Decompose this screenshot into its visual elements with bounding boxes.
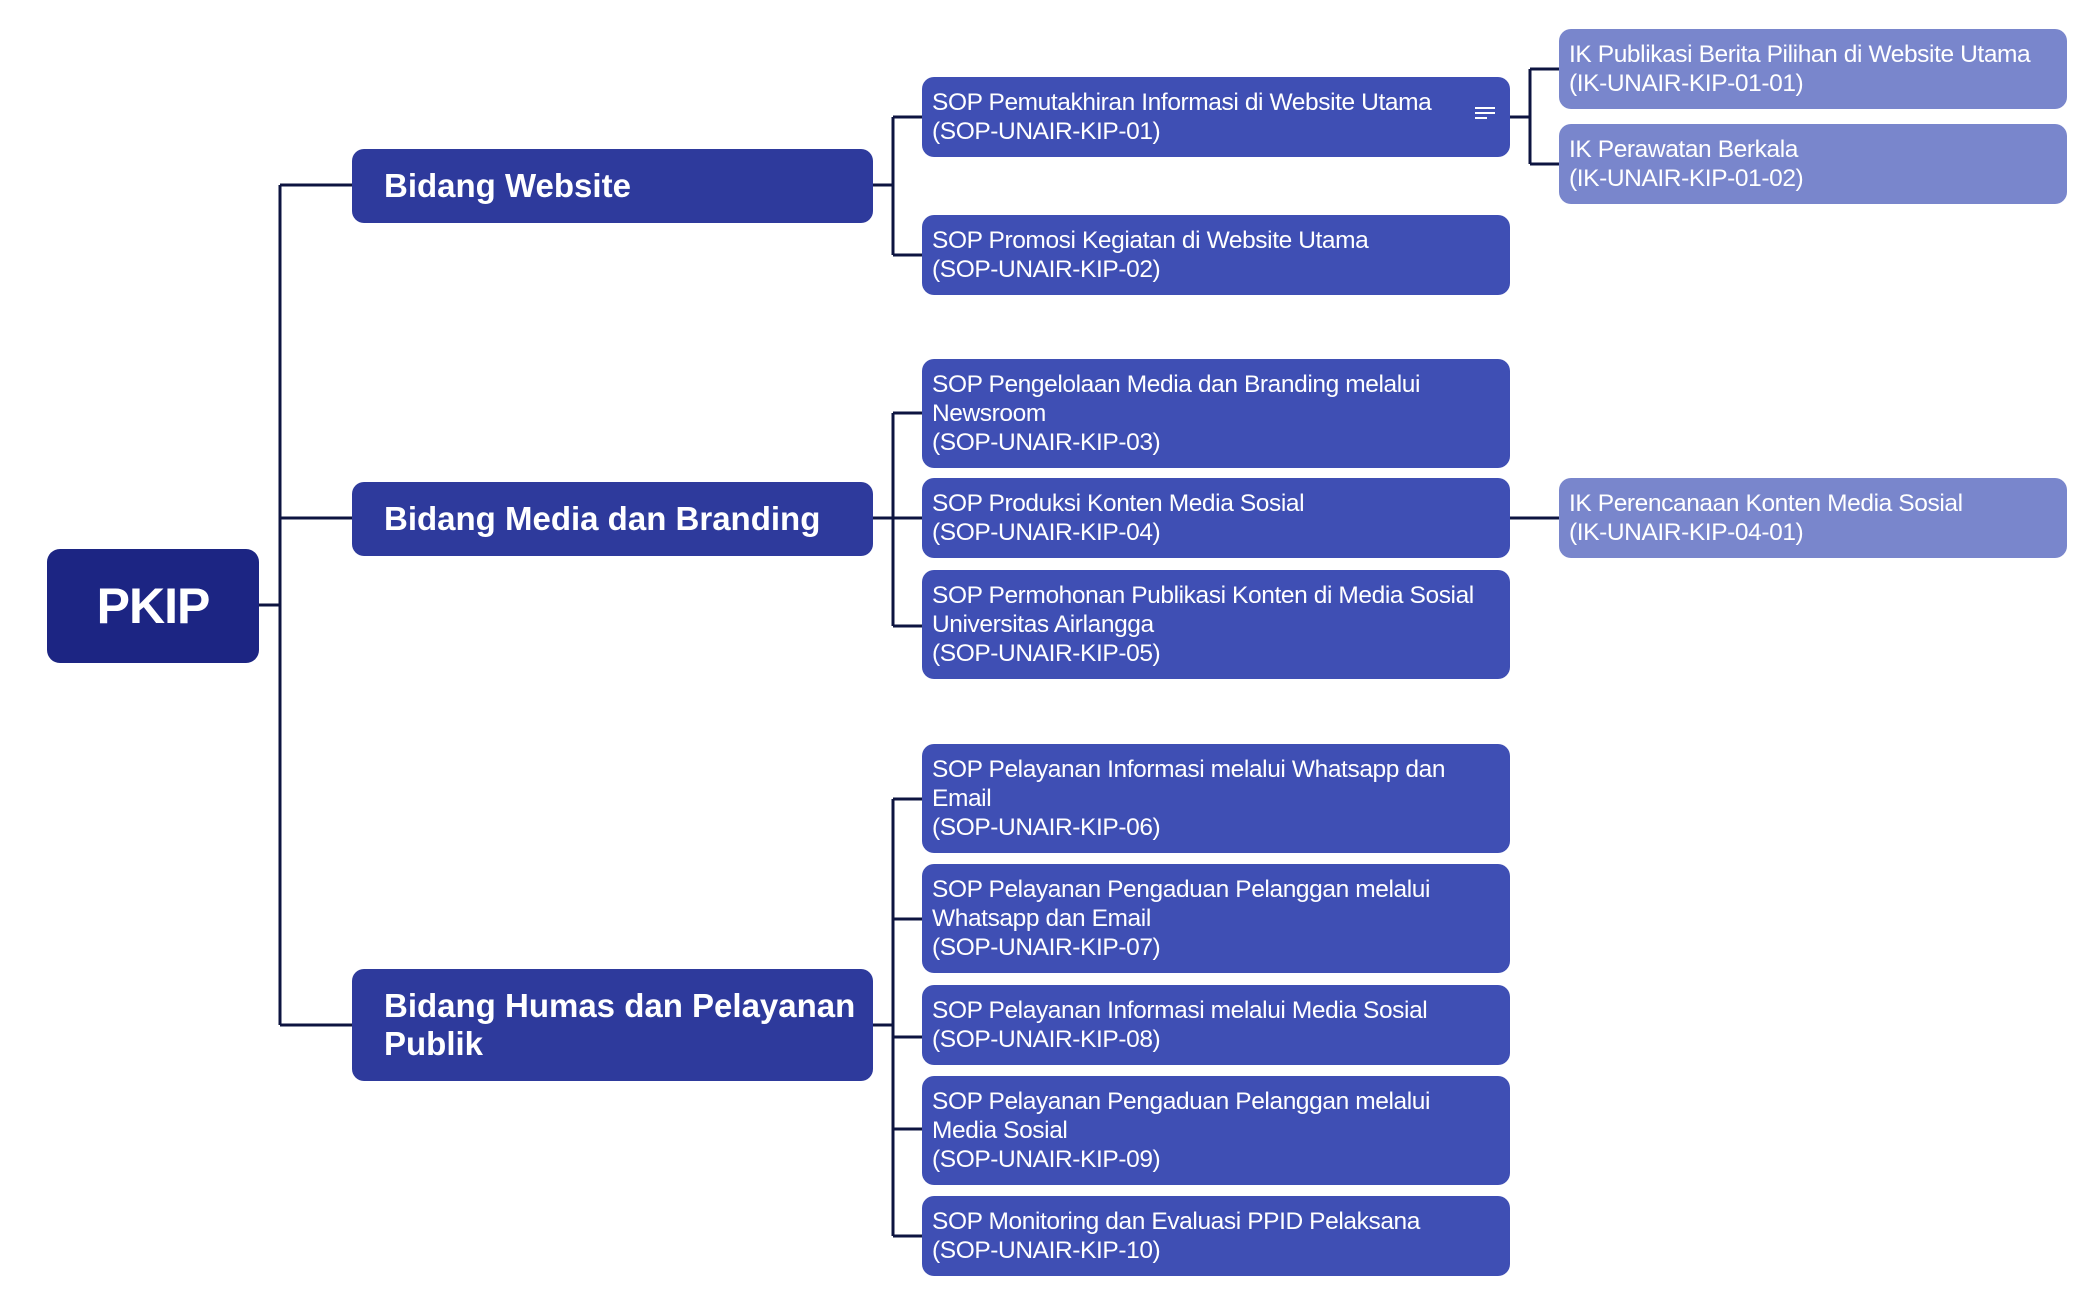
- bidang-website-node[interactable]: Bidang Website: [352, 149, 873, 223]
- ik-node-04-01[interactable]: IK Perencanaan Konten Media Sosial (IK-U…: [1559, 478, 2067, 558]
- bidang-website-label: Bidang Website: [384, 167, 631, 204]
- sop-06-code: (SOP-UNAIR-KIP-06): [932, 814, 1161, 841]
- sop-10-code: (SOP-UNAIR-KIP-10): [932, 1237, 1161, 1264]
- bidang-humas-pelayanan-node[interactable]: Bidang Humas dan Pelayanan Publik: [352, 969, 873, 1081]
- sop-node-07[interactable]: SOP Pelayanan Pengaduan Pelanggan melalu…: [922, 864, 1510, 973]
- sop-09-code: (SOP-UNAIR-KIP-09): [932, 1146, 1161, 1173]
- sop-08-title: SOP Pelayanan Informasi melalui Media So…: [932, 997, 1428, 1024]
- sop-04-code: (SOP-UNAIR-KIP-04): [932, 519, 1161, 546]
- ik-04-01-title: IK Perencanaan Konten Media Sosial: [1569, 490, 1963, 517]
- ik-node-01-01[interactable]: IK Publikasi Berita Pilihan di Website U…: [1559, 29, 2067, 109]
- sop-node-08[interactable]: SOP Pelayanan Informasi melalui Media So…: [922, 985, 1510, 1065]
- bidang-media-branding-node[interactable]: Bidang Media dan Branding: [352, 482, 873, 556]
- ik-01-01-code: (IK-UNAIR-KIP-01-01): [1569, 70, 1804, 97]
- sop-07-title-line-2: Whatsapp dan Email: [932, 905, 1151, 932]
- sop-01-title: SOP Pemutakhiran Informasi di Website Ut…: [932, 89, 1432, 116]
- ik-01-02-title: IK Perawatan Berkala: [1569, 136, 1798, 163]
- menu-lines-icon[interactable]: [1474, 105, 1496, 121]
- root-node-pkip[interactable]: PKIP: [47, 549, 259, 663]
- bidang-humas-label-line-1: Bidang Humas dan Pelayanan: [384, 987, 856, 1024]
- sop-node-10[interactable]: SOP Monitoring dan Evaluasi PPID Pelaksa…: [922, 1196, 1510, 1276]
- sop-02-code: (SOP-UNAIR-KIP-02): [932, 256, 1161, 283]
- sop-03-title-line-2: Newsroom: [932, 400, 1046, 427]
- bidang-humas-label-line-2: Publik: [384, 1025, 484, 1062]
- sop-09-title-line-1: SOP Pelayanan Pengaduan Pelanggan melalu…: [932, 1088, 1431, 1115]
- sop-node-05[interactable]: SOP Permohonan Publikasi Konten di Media…: [922, 570, 1510, 679]
- sop-03-title-line-1: SOP Pengelolaan Media dan Branding melal…: [932, 371, 1421, 398]
- sop-node-09[interactable]: SOP Pelayanan Pengaduan Pelanggan melalu…: [922, 1076, 1510, 1185]
- bidang-media-branding-label: Bidang Media dan Branding: [384, 500, 821, 537]
- sop-02-title: SOP Promosi Kegiatan di Website Utama: [932, 227, 1369, 254]
- sop-node-01[interactable]: SOP Pemutakhiran Informasi di Website Ut…: [922, 77, 1510, 157]
- ik-01-02-code: (IK-UNAIR-KIP-01-02): [1569, 165, 1804, 192]
- sop-node-02[interactable]: SOP Promosi Kegiatan di Website Utama (S…: [922, 215, 1510, 295]
- sop-04-title: SOP Produksi Konten Media Sosial: [932, 490, 1305, 517]
- ik-node-01-02[interactable]: IK Perawatan Berkala (IK-UNAIR-KIP-01-02…: [1559, 124, 2067, 204]
- sop-node-04[interactable]: SOP Produksi Konten Media Sosial (SOP-UN…: [922, 478, 1510, 558]
- sop-07-title-line-1: SOP Pelayanan Pengaduan Pelanggan melalu…: [932, 876, 1431, 903]
- sop-node-03[interactable]: SOP Pengelolaan Media dan Branding melal…: [922, 359, 1510, 468]
- sop-03-code: (SOP-UNAIR-KIP-03): [932, 429, 1161, 456]
- root-label: PKIP: [96, 578, 211, 634]
- sop-01-code: (SOP-UNAIR-KIP-01): [932, 118, 1161, 145]
- sop-10-title: SOP Monitoring dan Evaluasi PPID Pelaksa…: [932, 1208, 1420, 1235]
- sop-05-title-line-1: SOP Permohonan Publikasi Konten di Media…: [932, 582, 1474, 609]
- sop-06-title-line-2: Email: [932, 785, 992, 812]
- sop-node-06[interactable]: SOP Pelayanan Informasi melalui Whatsapp…: [922, 744, 1510, 853]
- sop-06-title-line-1: SOP Pelayanan Informasi melalui Whatsapp…: [932, 756, 1446, 783]
- sop-05-title-line-2: Universitas Airlangga: [932, 611, 1154, 638]
- sop-08-code: (SOP-UNAIR-KIP-08): [932, 1026, 1161, 1053]
- sop-07-code: (SOP-UNAIR-KIP-07): [932, 934, 1161, 961]
- ik-01-01-title: IK Publikasi Berita Pilihan di Website U…: [1569, 41, 2031, 68]
- sop-05-code: (SOP-UNAIR-KIP-05): [932, 640, 1161, 667]
- sop-09-title-line-2: Media Sosial: [932, 1117, 1068, 1144]
- ik-04-01-code: (IK-UNAIR-KIP-04-01): [1569, 519, 1804, 546]
